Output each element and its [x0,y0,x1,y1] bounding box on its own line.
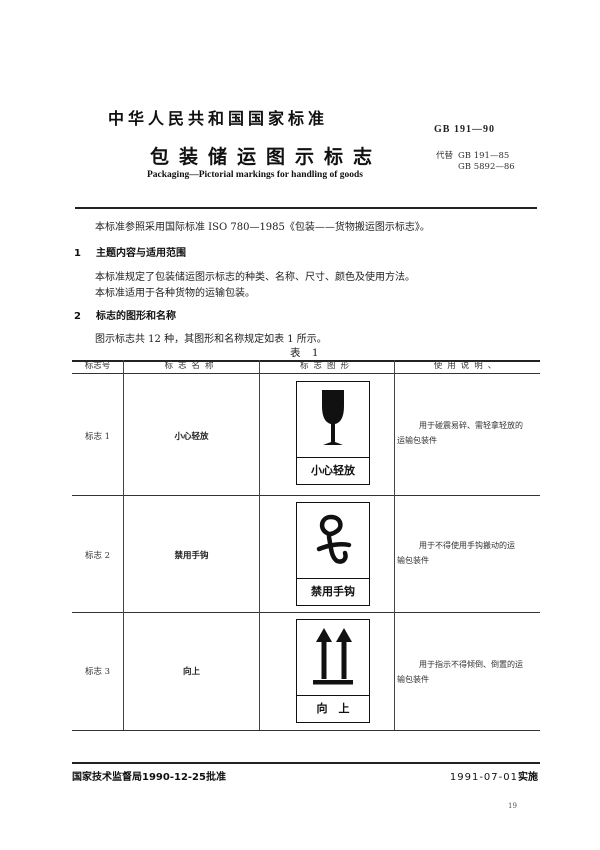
section-2-paragraph-1: 图示标志共 12 种，其图形和名称规定如表 1 所示。 [95,334,327,345]
section-1-paragraph-2: 本标准适用于各种货物的运输包装。 [95,288,255,299]
signs-table: 标志号 标志名称 标志图形 使用说明、 标志 1 小心轻放 小心轻放 用于碰震易… [72,360,540,731]
replaced-standard: GB 191—85 [458,151,510,161]
footer-rule [72,762,540,764]
table-header-rule [72,373,540,374]
table-top-rule [72,360,540,362]
sign-name: 小心轻放 [174,432,209,442]
this-way-up-arrows-icon [297,620,369,695]
sign-id: 标志 1 [84,432,111,442]
usage-line: 运输包装件 [397,436,437,445]
fragile-glass-icon [297,382,369,457]
row-divider [72,495,540,496]
header-usage: 使用说明、 [395,360,540,372]
section-title: 主题内容与适用范围 [96,248,186,259]
usage-line: 输包装件 [397,675,429,684]
row-divider [72,612,540,613]
section-1-heading: 1 主题内容与适用范围 [74,244,186,259]
header-usage-label: 使用说明 [433,361,488,371]
replaces-label: 代替 [436,151,454,161]
sign-name: 向上 [182,667,200,677]
sign-label: 小心轻放 [297,457,369,485]
sign-fragile: 小心轻放 [296,381,370,485]
header-mark: 、 [487,361,502,371]
table-bottom-rule [72,730,540,731]
section-number: 2 [74,311,81,322]
column-divider [123,360,124,730]
header-sign-number: 标志号 [84,361,111,371]
column-divider [394,360,395,730]
usage-description: 用于碰震易碎、需轻拿轻放的 运输包装件 [397,418,535,448]
section-title: 标志的图形和名称 [96,311,176,322]
usage-description: 用于不得使用手钩搬动的运 输包装件 [397,538,535,568]
header-sign-graphic: 标志图形 [299,361,354,371]
header-sign-name: 标志名称 [164,361,219,371]
table-caption: 表 1 [290,347,323,359]
standard-code: GB 191—90 [434,124,495,135]
sign-id: 标志 3 [84,667,111,677]
section-1-paragraph-1: 本标准规定了包装储运图示标志的种类、名称、尺寸、颜色及使用方法。 [95,272,415,283]
section-2-heading: 2 标志的图形和名称 [74,307,176,322]
effective-label: 实施 [518,772,538,783]
usage-line: 用于碰震易碎、需轻拿轻放的 [419,421,523,430]
intro-paragraph: 本标准参照采用国际标准 ISO 780—1985《包装——货物搬运图示标志》。 [95,222,430,233]
replaced-standard: GB 5892—86 [458,162,515,172]
document-title: 中华人民共和国国家标准 [108,109,329,128]
english-title: Packaging—Pictorial markings for handlin… [147,170,363,180]
replaces-block: 代替 GB 191—85 GB 5892—86 [436,151,515,173]
effective-note: 1991-07-01实施 [450,768,538,783]
header-rule [75,207,537,209]
column-divider [259,360,260,730]
section-number: 1 [74,248,81,259]
no-hand-hooks-icon [297,503,369,578]
sign-id: 标志 2 [84,551,111,561]
sign-label: 向 上 [297,695,369,723]
sign-name: 禁用手钩 [174,551,209,561]
usage-line: 用于不得使用手钩搬动的运 [419,541,515,550]
sign-no-hand-hooks: 禁用手钩 [296,502,370,606]
effective-date: 1991-07-01 [449,772,518,783]
sign-label: 禁用手钩 [297,578,369,606]
usage-description: 用于指示不得倾倒、倒置的运 输包装件 [397,657,535,687]
usage-line: 输包装件 [397,556,429,565]
page-number: 19 [508,802,517,810]
usage-line: 用于指示不得倾倒、倒置的运 [419,660,523,669]
sign-this-way-up: 向 上 [296,619,370,723]
standard-title: 包装储运图示标志 [150,146,383,168]
approval-note: 国家技术监督局1990-12-25批准 [72,772,226,783]
